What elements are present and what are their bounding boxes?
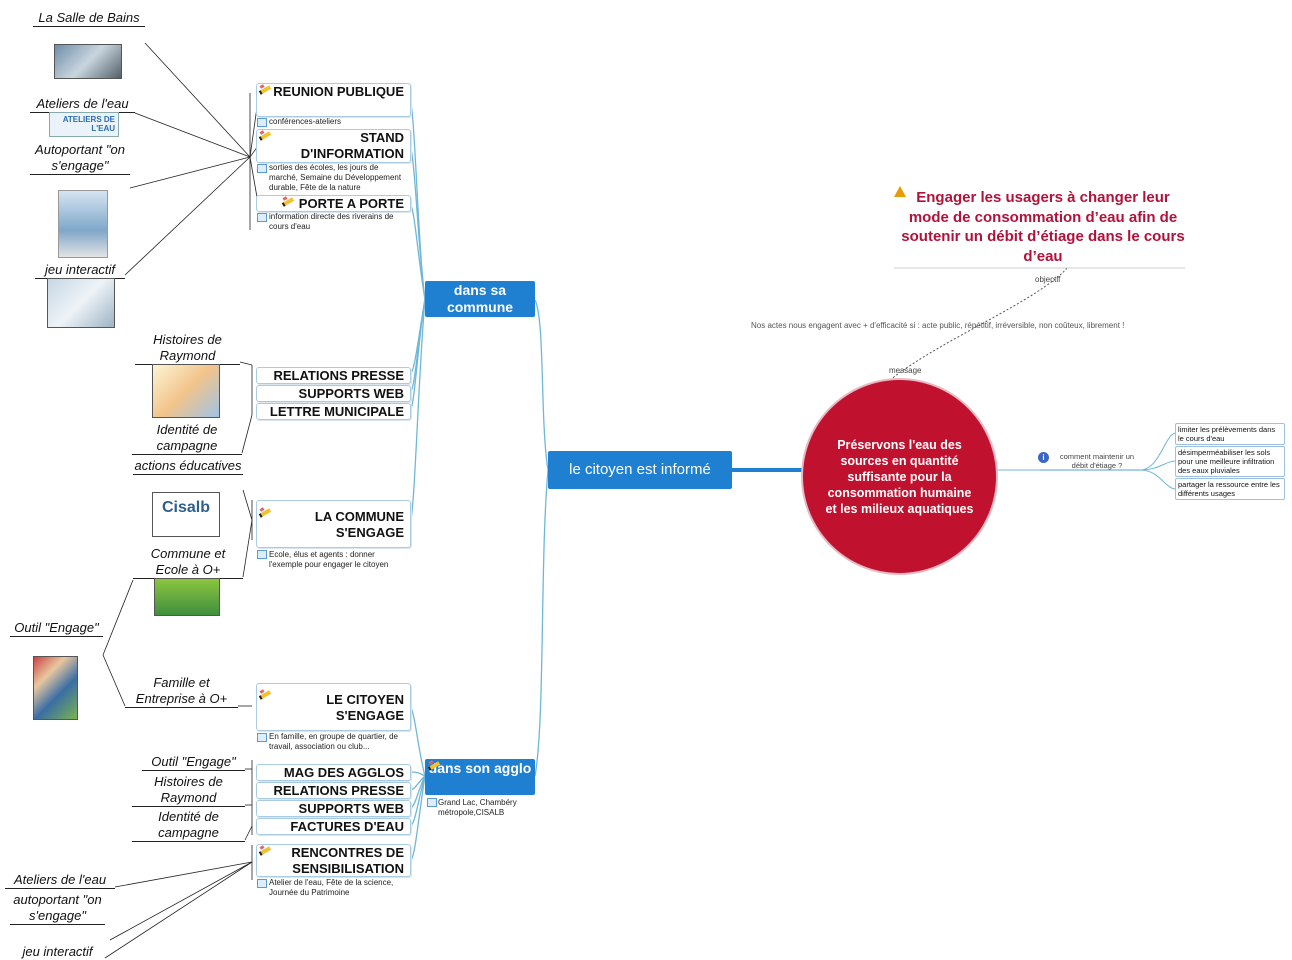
note-citoyen: En famille, en groupe de quartier, de tr… xyxy=(269,732,398,751)
label-famille-entreprise: Famille et Entreprise à O+ xyxy=(125,675,238,708)
label-outil-engage: Outil "Engage" xyxy=(10,620,103,637)
objective-text[interactable]: Engager les usagers à changer leur mode … xyxy=(901,189,1185,265)
node-citoyen-engage[interactable]: LE CITOYEN S'ENGAGE xyxy=(256,683,411,731)
label-identite-campagne: Identité de campagne xyxy=(132,422,242,455)
image-jeu-interactif xyxy=(47,278,115,328)
node-label: STAND D'INFORMATION xyxy=(300,130,404,161)
central-topic-label: Préservons l'eau des sources en quantité… xyxy=(825,437,974,516)
pencil-icon xyxy=(259,690,270,699)
node-label: RENCONTRES DE SENSIBILISATION xyxy=(291,845,404,876)
image-commune-ecole xyxy=(154,578,220,616)
main-branch-node[interactable]: le citoyen est informé xyxy=(548,451,732,489)
image-autoportant xyxy=(58,190,108,258)
label-outil-engage-2: Outil "Engage" xyxy=(142,754,245,771)
pencil-icon xyxy=(259,131,270,140)
note-icon xyxy=(257,118,267,127)
question-label[interactable]: comment maintenir un débit d'étiage ? xyxy=(1059,452,1135,470)
right-item-2[interactable]: désimperméabiliser les sols pour une mei… xyxy=(1175,446,1285,477)
logo-cisalb: Cisalb xyxy=(152,492,220,537)
image-outil-engage xyxy=(33,656,78,720)
right-item-3[interactable]: partager la ressource entre les différen… xyxy=(1175,478,1285,500)
message-link-label: message xyxy=(889,366,922,375)
note-stand: sorties des écoles, les jours de marché,… xyxy=(269,163,402,192)
node-supports-web-agglo[interactable]: SUPPORTS WEB xyxy=(256,800,411,817)
label-autoportant-2: autoportant "on s'engage" xyxy=(10,892,105,925)
warning-icon xyxy=(894,186,906,197)
node-factures-eau[interactable]: FACTURES D'EAU xyxy=(256,818,411,835)
node-stand-information[interactable]: STAND D'INFORMATION xyxy=(256,129,411,163)
image-histoires-raymond xyxy=(152,364,220,418)
note-rencontres: Atelier de l'eau, Fête de la science, Jo… xyxy=(269,878,394,897)
node-commune-engage[interactable]: LA COMMUNE S'ENGAGE xyxy=(256,500,411,548)
note-commune-engage: Ecole, élus et agents : donner l'exemple… xyxy=(269,550,389,569)
node-label: PORTE A PORTE xyxy=(298,196,404,211)
pencil-icon xyxy=(282,197,293,206)
label-actions-educatives: actions éducatives xyxy=(133,458,243,475)
hub-agglo[interactable]: dans son agglo xyxy=(425,759,535,795)
message-text: Nos actes nous engagent avec + d'efficac… xyxy=(751,321,1125,330)
node-label: LA COMMUNE S'ENGAGE xyxy=(314,509,404,540)
node-relations-presse[interactable]: RELATIONS PRESSE xyxy=(256,367,411,384)
label-autoportant: Autoportant "on s'engage" xyxy=(30,142,130,175)
label-ateliers-eau-2: Ateliers de l'eau xyxy=(5,872,115,889)
logo-ateliers-eau: ATELIERS DE L'EAU xyxy=(49,112,119,137)
label-histoires-raymond: Histoires de Raymond xyxy=(135,332,240,365)
node-rencontres[interactable]: RENCONTRES DE SENSIBILISATION xyxy=(256,844,411,877)
pencil-icon xyxy=(428,761,439,770)
node-mag-agglos[interactable]: MAG DES AGGLOS xyxy=(256,764,411,781)
info-icon: i xyxy=(1038,452,1049,463)
right-item-1[interactable]: limiter les prélèvements dans le cours d… xyxy=(1175,423,1285,445)
note-porte: information directe des riverains de cou… xyxy=(269,212,394,231)
note-icon xyxy=(257,879,267,888)
objective-link-label: objectif xyxy=(1035,275,1061,284)
note-icon xyxy=(427,798,437,807)
note-agglo: Grand Lac, Chambéry métropole,CISALB xyxy=(438,798,517,817)
pencil-icon xyxy=(259,85,270,94)
label-histoires-raymond-2: Histoires de Raymond xyxy=(132,774,245,807)
node-reunion-publique[interactable]: REUNION PUBLIQUE xyxy=(256,83,411,117)
hub-commune[interactable]: dans sa commune xyxy=(425,281,535,317)
node-lettre-municipale[interactable]: LETTRE MUNICIPALE xyxy=(256,403,411,420)
label-salle-de-bains: La Salle de Bains xyxy=(33,10,145,27)
label-jeu-interactif: jeu interactif xyxy=(35,262,125,279)
node-supports-web[interactable]: SUPPORTS WEB xyxy=(256,385,411,402)
central-topic[interactable]: Préservons l'eau des sources en quantité… xyxy=(803,380,996,573)
label-identite-campagne-2: Identité de campagne xyxy=(132,809,245,842)
label-jeu-interactif-2: jeu interactif xyxy=(22,944,93,959)
pencil-icon xyxy=(259,508,270,517)
note-icon xyxy=(257,213,267,222)
image-salle-de-bains xyxy=(54,44,122,79)
pencil-icon xyxy=(259,846,270,855)
node-relations-presse-agglo[interactable]: RELATIONS PRESSE xyxy=(256,782,411,799)
note-icon xyxy=(257,733,267,742)
node-label: REUNION PUBLIQUE xyxy=(273,84,404,99)
note-icon xyxy=(257,550,267,559)
label-ateliers-eau: Ateliers de l'eau xyxy=(30,96,135,113)
label-commune-ecole: Commune et Ecole à O+ xyxy=(133,546,243,579)
node-porte-a-porte[interactable]: PORTE A PORTE xyxy=(256,195,411,212)
node-label: LE CITOYEN S'ENGAGE xyxy=(326,692,404,723)
note-icon xyxy=(257,164,267,173)
note-reunion: conférences-ateliers xyxy=(269,117,342,126)
